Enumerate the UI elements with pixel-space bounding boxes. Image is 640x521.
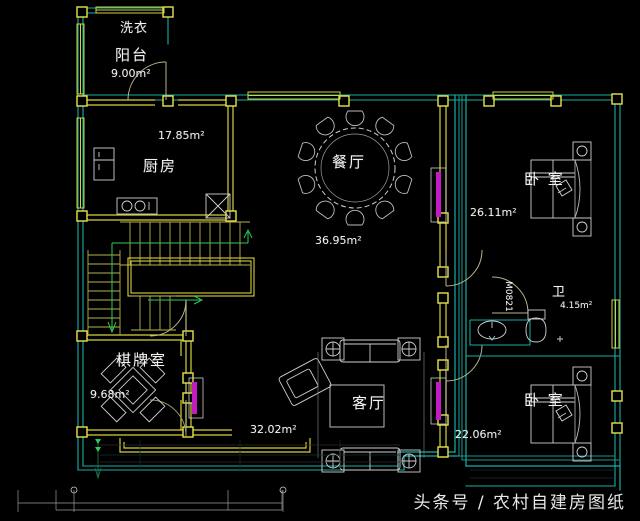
bedroom1-furniture: [530, 141, 592, 237]
watermark-text: 头条号 / 农村自建房图纸: [413, 493, 626, 513]
exterior-window-layer: [76, 6, 620, 349]
staircase: [87, 221, 255, 335]
window-layer: [188, 167, 447, 425]
site-lines: [17, 439, 400, 512]
wall-layer-structure: [77, 7, 621, 491]
construction-lines: [100, 440, 615, 479]
dining-set: [297, 110, 413, 226]
living-room-furniture: [278, 337, 425, 473]
bathroom-fixtures: [465, 319, 620, 357]
door-layer: [127, 61, 529, 437]
kitchen-fixtures: [93, 147, 231, 219]
column-layer: [76, 6, 623, 458]
bedroom2-furniture: [530, 366, 592, 462]
mahjong-set: [100, 357, 166, 423]
bathroom-fixtures-detail: [477, 309, 563, 343]
